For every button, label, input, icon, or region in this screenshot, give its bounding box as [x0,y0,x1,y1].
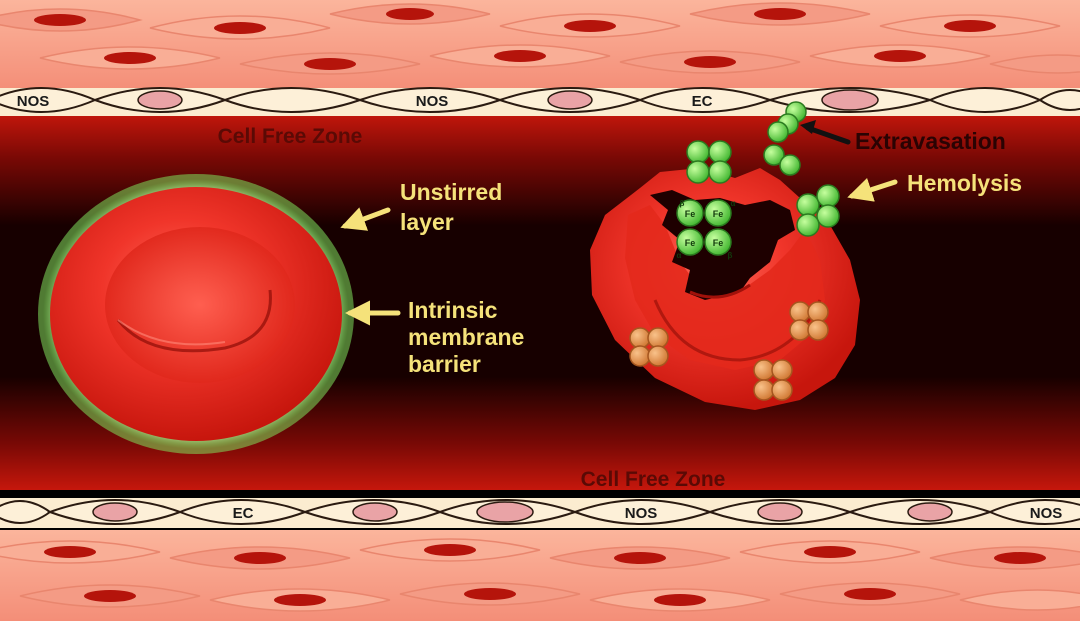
cell-free-zone-label-top: Cell Free Zone [218,125,363,148]
heme-fe-labels: Fe Fe Fe Fe β α α β [677,199,736,260]
hemoglobin-clusters-orange [629,301,829,401]
endothelial-label: NOS [17,93,50,110]
extravasation-label: Extravasation [855,128,1006,154]
label-arrows [340,120,898,326]
svg-text:α: α [731,199,736,208]
unstirred-layer-label-line1: Unstirred [400,179,502,205]
intrinsic-barrier-label-line2: membrane [408,324,524,350]
svg-text:Fe: Fe [713,238,724,248]
intrinsic-barrier-label-line1: Intrinsic [408,297,498,323]
endothelial-nuclei-bottom [92,501,953,523]
smooth-muscle-nuclei-bottom [44,544,1046,606]
svg-text:β: β [728,251,733,260]
endothelial-label: EC [692,93,713,110]
intact-red-blood-cell [38,174,354,454]
endothelial-label: EC [233,505,254,522]
endothelial-label: NOS [625,505,658,522]
endothelial-label: NOS [1030,505,1063,522]
unstirred-layer-label-line2: layer [400,209,454,235]
svg-text:β: β [680,199,685,208]
smooth-muscle-nuclei-top [34,8,996,70]
svg-text:Fe: Fe [713,209,724,219]
hemolysis-label: Hemolysis [907,170,1022,196]
endothelial-nuclei-top [137,89,879,111]
unstirred-arrow [340,207,391,231]
smooth-muscle-bottom [0,530,1080,621]
extravasation-arrow [805,125,851,145]
cell-free-zone-label-bottom: Cell Free Zone [581,468,726,491]
intrinsic-barrier-label-line3: barrier [408,351,481,377]
svg-text:α: α [677,251,682,260]
hemoglobin-clusters-green [676,101,840,256]
svg-text:Fe: Fe [685,209,696,219]
svg-text:Fe: Fe [685,238,696,248]
hemolysis-arrow [847,177,898,202]
endothelial-label: NOS [416,93,449,110]
